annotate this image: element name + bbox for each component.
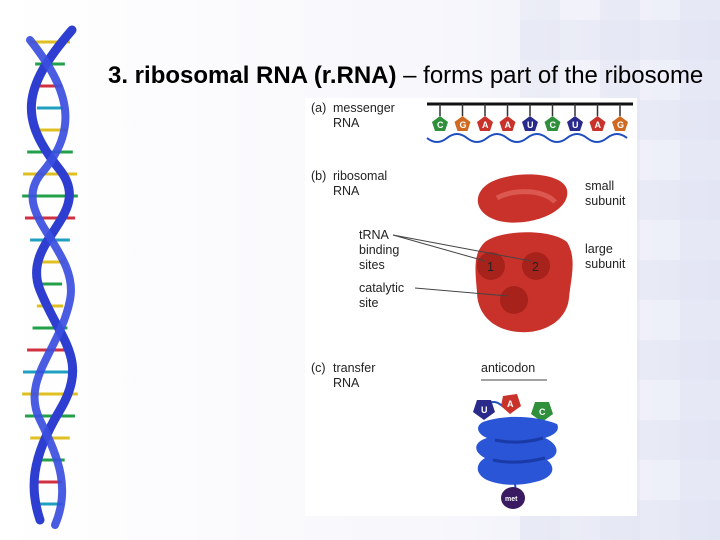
trna-site-1 — [477, 252, 505, 280]
mrna-base — [499, 116, 516, 131]
ribosome-figure: (a) messenger RNA C G A A U C U A G (b) ribosoma… — [305, 98, 637, 516]
pointer-site-1 — [392, 234, 486, 262]
amino-acid-met — [501, 487, 525, 509]
mrna-base — [522, 116, 538, 131]
panel-a-line1: messenger — [333, 101, 395, 115]
mrna-base-letter: C — [437, 120, 444, 130]
anticodon-a-text: A — [507, 399, 514, 409]
small-subunit-line1: small — [585, 179, 614, 193]
panel-c-line1: transfer — [333, 361, 375, 375]
mrna-base-letter: C — [550, 120, 557, 130]
mrna-base-letter: A — [482, 120, 489, 130]
mrna-base — [612, 116, 628, 131]
trna-sites-line1: tRNA — [359, 228, 390, 242]
title-rest: – forms part of the ribosome — [396, 62, 704, 89]
panel-a-letter: (a) — [311, 101, 326, 115]
site-number-2: 2 — [532, 260, 539, 274]
large-subunit-line1: large — [585, 242, 613, 256]
mrna-base — [589, 116, 606, 131]
anticodon-c-text: C — [539, 407, 546, 417]
anticodon-u-text: U — [481, 405, 488, 415]
pointer-site-2 — [392, 234, 532, 262]
large-subunit-line2: subunit — [585, 257, 626, 271]
anticodon-base-a — [501, 394, 521, 414]
large-subunit-shape — [475, 232, 573, 333]
panel-c-letter: (c) — [311, 361, 326, 375]
mrna-base-letter: G — [617, 120, 624, 130]
mrna-base-letter: A — [505, 120, 512, 130]
small-subunit-shape — [477, 174, 568, 223]
panel-a-line2: RNA — [333, 116, 360, 130]
catalytic-site-shape — [500, 286, 528, 314]
panel-c-line2: RNA — [333, 376, 360, 390]
mrna-base — [544, 116, 561, 131]
mrna-base-letter: U — [572, 120, 579, 130]
title-bold: 3. ribosomal RNA (r.RNA) — [108, 62, 397, 89]
mrna-base — [432, 116, 448, 131]
mrna-base — [477, 116, 493, 131]
anticodon-base-c — [531, 402, 553, 422]
mrna-base-letter: G — [460, 120, 467, 130]
panel-b-letter: (b) — [311, 169, 326, 183]
trna-body — [476, 416, 558, 485]
small-subunit-line2: subunit — [585, 194, 626, 208]
anticodon-base-u — [473, 400, 495, 420]
trna-sites-line3: sites — [359, 258, 385, 272]
panel-b-line2: RNA — [333, 184, 360, 198]
mrna-base-letter: U — [527, 120, 534, 130]
mrna-wave — [426, 133, 628, 143]
panel-b-line1: ribosomal — [333, 169, 387, 183]
catalytic-line2: site — [359, 296, 379, 310]
mrna-base-letter: A — [595, 120, 602, 130]
amino-acid-label: met — [505, 496, 518, 503]
trna-sites-line2: binding — [359, 243, 399, 257]
anticodon-label: anticodon — [481, 361, 535, 375]
catalytic-line1: catalytic — [359, 281, 404, 295]
pointer-catalytic — [414, 287, 509, 297]
slide-title: 3. ribosomal RNA (r.RNA) – forms part of… — [108, 60, 708, 91]
dna-helix-image — [22, 25, 78, 529]
mrna-base — [454, 116, 471, 131]
site-number-1: 1 — [487, 260, 494, 274]
mrna-base — [567, 116, 583, 131]
trna-site-2 — [522, 252, 550, 280]
